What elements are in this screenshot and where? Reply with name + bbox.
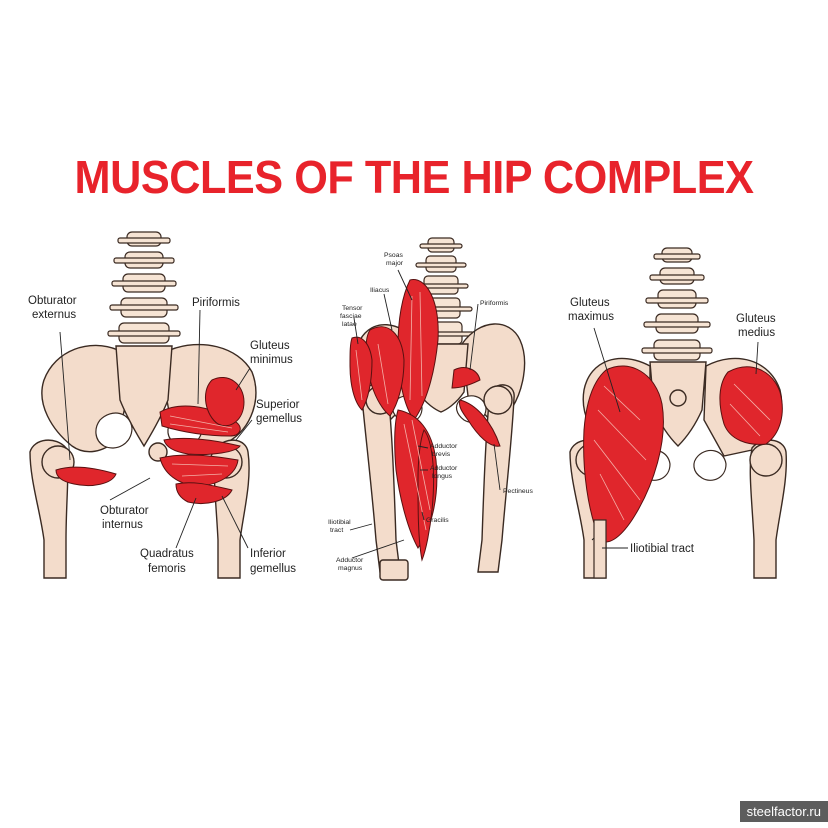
iliotibial-tract-band <box>593 519 607 579</box>
middle-femurs <box>361 384 515 581</box>
gluteus-maximus-muscle <box>583 365 664 543</box>
label-quadratus-femoris-2: femoris <box>148 563 186 575</box>
page-title: MUSCLES OF THE HIP COMPLEX <box>74 151 754 203</box>
label-gluteus-minimus-2: minimus <box>250 354 293 366</box>
label-obturator-externus: Obturator <box>28 295 77 307</box>
label-adductor-longus-2: longus <box>432 473 453 480</box>
label-gluteus-maximus: Gluteus <box>570 297 610 309</box>
label-tensor-fasciae-latae-2: fasciae <box>340 313 362 320</box>
left-muscles <box>55 377 245 504</box>
label-psoas-major: Psoas <box>384 252 403 259</box>
label-gluteus-maximus-2: maximus <box>568 311 614 323</box>
label-tensor-fasciae-latae-3: latae <box>342 321 357 328</box>
label-iliotibial-tract-2: tract <box>330 527 343 534</box>
label-tensor-fasciae-latae: Tensor <box>342 305 363 312</box>
label-gluteus-medius: Gluteus <box>736 313 776 325</box>
gluteus-medius-muscle <box>719 366 783 445</box>
label-obturator-externus-2: externus <box>32 309 76 321</box>
label-psoas-major-2: major <box>386 260 404 267</box>
middle-labels: Psoas major Iliacus Tensor fasciae latae… <box>328 252 533 572</box>
posterior-superficial-figure: Gluteus maximus Gluteus medius Iliotibia… <box>568 247 788 579</box>
left-labels: Obturator externus Piriformis Gluteus mi… <box>28 295 302 575</box>
label-quadratus-femoris: Quadratus <box>140 548 194 560</box>
obturator-internus-muscle <box>159 454 239 487</box>
superior-gemellus-muscle <box>163 437 241 455</box>
obturator-externus-muscle <box>55 466 117 487</box>
quadratus-femoris-muscle <box>175 482 233 504</box>
left-spine <box>107 231 181 344</box>
anterior-figure: Psoas major Iliacus Tensor fasciae latae… <box>328 237 533 581</box>
label-piriformis: Piriformis <box>192 297 240 309</box>
right-muscles <box>583 365 783 579</box>
label-gluteus-medius-2: medius <box>738 327 775 339</box>
gracilis-muscle <box>417 429 435 562</box>
piriformis-muscle <box>159 405 241 437</box>
label-adductor-brevis: Adductor <box>430 443 458 450</box>
label-pectineus: Pectineus <box>503 488 533 495</box>
label-obturator-internus-2: internus <box>102 519 143 531</box>
label-obturator-internus: Obturator <box>100 505 149 517</box>
label-adductor-magnus-2: magnus <box>338 565 363 572</box>
right-leaders <box>593 327 759 549</box>
label-gracilis: Gracilis <box>426 517 449 524</box>
label-superior-gemellus: Superior <box>256 399 300 411</box>
label-iliotibial-tract-posterior: Iliotibial tract <box>630 543 695 555</box>
pectineus-muscle <box>459 399 501 447</box>
piriformis-anterior-muscle <box>451 367 481 389</box>
label-adductor-brevis-2: brevis <box>432 451 451 458</box>
label-iliotibial-tract: Iliotibial <box>328 519 351 526</box>
label-iliacus: Iliacus <box>370 287 390 294</box>
label-inferior-gemellus: Inferior <box>250 548 286 560</box>
label-inferior-gemellus-2: gemellus <box>250 563 296 575</box>
label-superior-gemellus-2: gemellus <box>256 413 302 425</box>
watermark-badge: steelfactor.ru <box>739 801 828 822</box>
label-piriformis-anterior: Piriformis <box>480 300 509 307</box>
middle-leaders <box>349 269 501 559</box>
posterior-deep-figure: Obturator externus Piriformis Gluteus mi… <box>28 231 302 579</box>
label-gluteus-minimus: Gluteus <box>250 340 290 352</box>
tensor-fasciae-latae-muscle <box>349 336 373 411</box>
gluteus-minimus-muscle <box>204 377 245 427</box>
left-leaders <box>59 309 253 549</box>
middle-muscles <box>349 279 501 562</box>
label-adductor-magnus: Adductor <box>336 557 364 564</box>
label-adductor-longus: Adductor <box>430 465 458 472</box>
right-spine <box>641 247 713 361</box>
right-labels: Gluteus maximus Gluteus medius Iliotibia… <box>568 297 776 555</box>
